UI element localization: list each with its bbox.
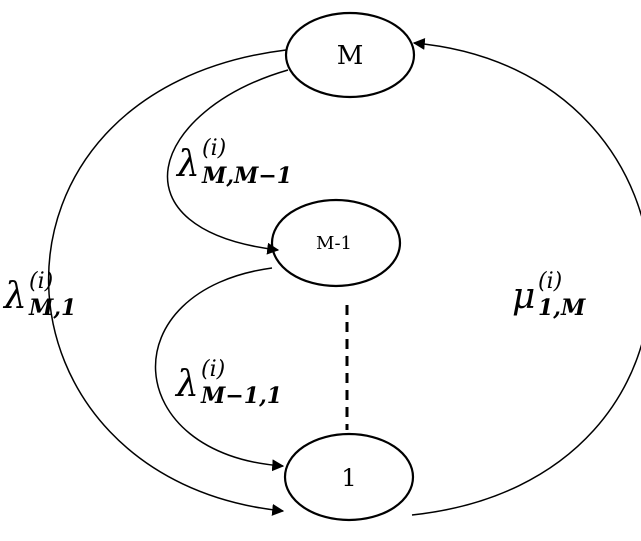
arrow-1-to-m: [411, 37, 641, 516]
rate-label-m-to-1: λ (i) M,1: [2, 269, 76, 321]
state-1: 1: [283, 432, 415, 522]
state-1-node: [283, 432, 415, 522]
arrow-m-to-1: [47, 49, 287, 516]
state-M-label: M: [337, 41, 364, 71]
rate-m-to-1-symbol: λ: [2, 276, 27, 317]
arrow-m1-to-1: [154, 267, 285, 472]
rate-m-to-m1-sup: (i): [202, 136, 226, 161]
rate-label-m1-to-1: λ (i) M−1,1: [174, 357, 282, 409]
rate-label-1-to-m: μ (i) 1,M: [512, 269, 586, 321]
rate-m1-to-1-sup: (i): [201, 357, 225, 382]
rate-m1-to-1-sub: M−1,1: [200, 383, 282, 409]
state-M-1-label: M-1: [316, 233, 352, 254]
arrow-m-to-m1: [166, 69, 289, 255]
rate-1-to-m-sup: (i): [538, 269, 562, 294]
rate-m-to-1-sup: (i): [29, 269, 53, 294]
state-M-1: M-1: [270, 198, 402, 288]
rate-m-to-m1-symbol: λ: [175, 144, 200, 185]
rate-1-to-m-symbol: μ: [512, 276, 535, 317]
rate-label-m-to-m1: λ (i) M,M−1: [175, 136, 292, 189]
rate-m1-to-1-symbol: λ: [174, 364, 199, 405]
state-M-node: [284, 11, 416, 99]
state-1-label: 1: [341, 464, 356, 492]
rate-m-to-m1-sub: M,M−1: [201, 163, 292, 189]
rate-m-to-1-sub: M,1: [28, 295, 76, 321]
state-M: M: [284, 11, 416, 99]
rate-1-to-m-sub: 1,M: [538, 295, 586, 321]
